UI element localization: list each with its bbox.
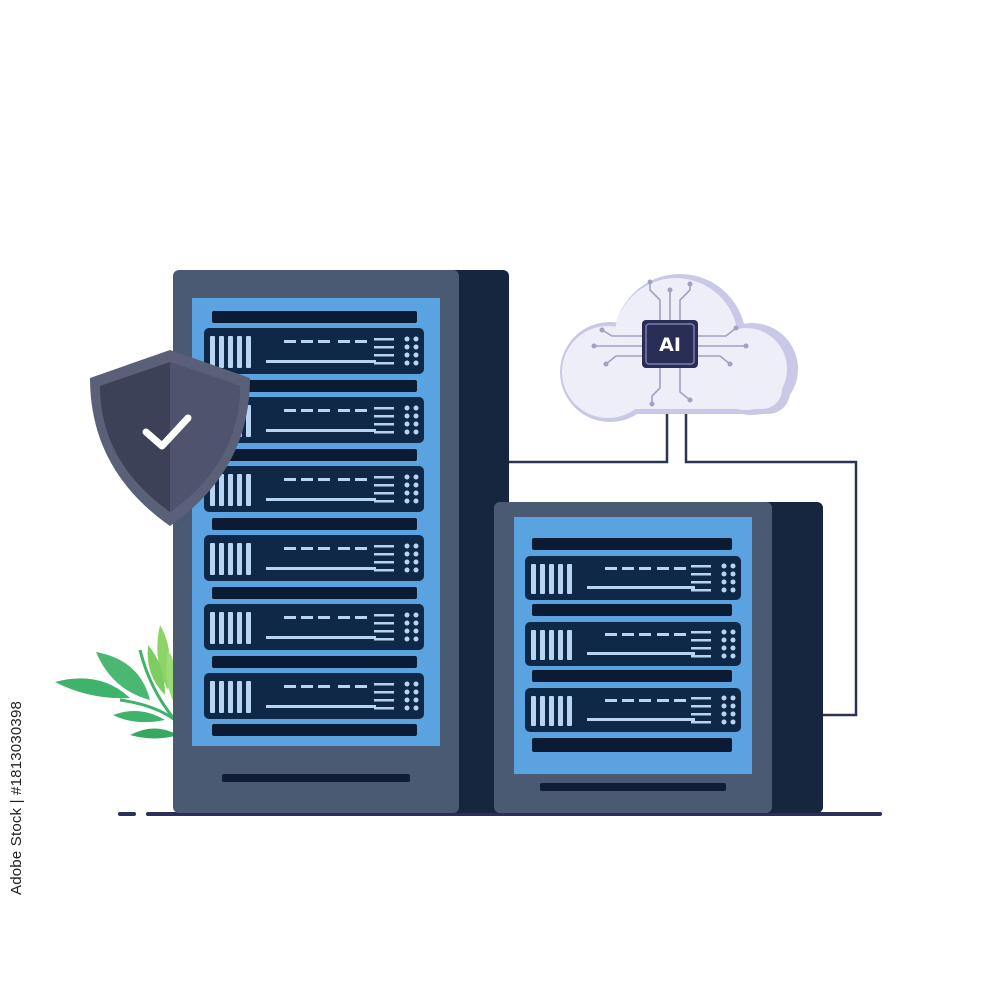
server-rack-small xyxy=(494,502,823,813)
ai-cloud-icon: AI xyxy=(560,274,798,422)
ai-chip-icon xyxy=(642,320,698,368)
stock-id-label: Adobe Stock | #1813030398 xyxy=(8,700,25,895)
network-cables xyxy=(508,408,858,717)
ai-chip-label: AI xyxy=(659,334,681,356)
server-rack-large xyxy=(173,270,509,813)
shield-check-icon xyxy=(90,350,250,526)
plant-icon xyxy=(55,625,178,739)
